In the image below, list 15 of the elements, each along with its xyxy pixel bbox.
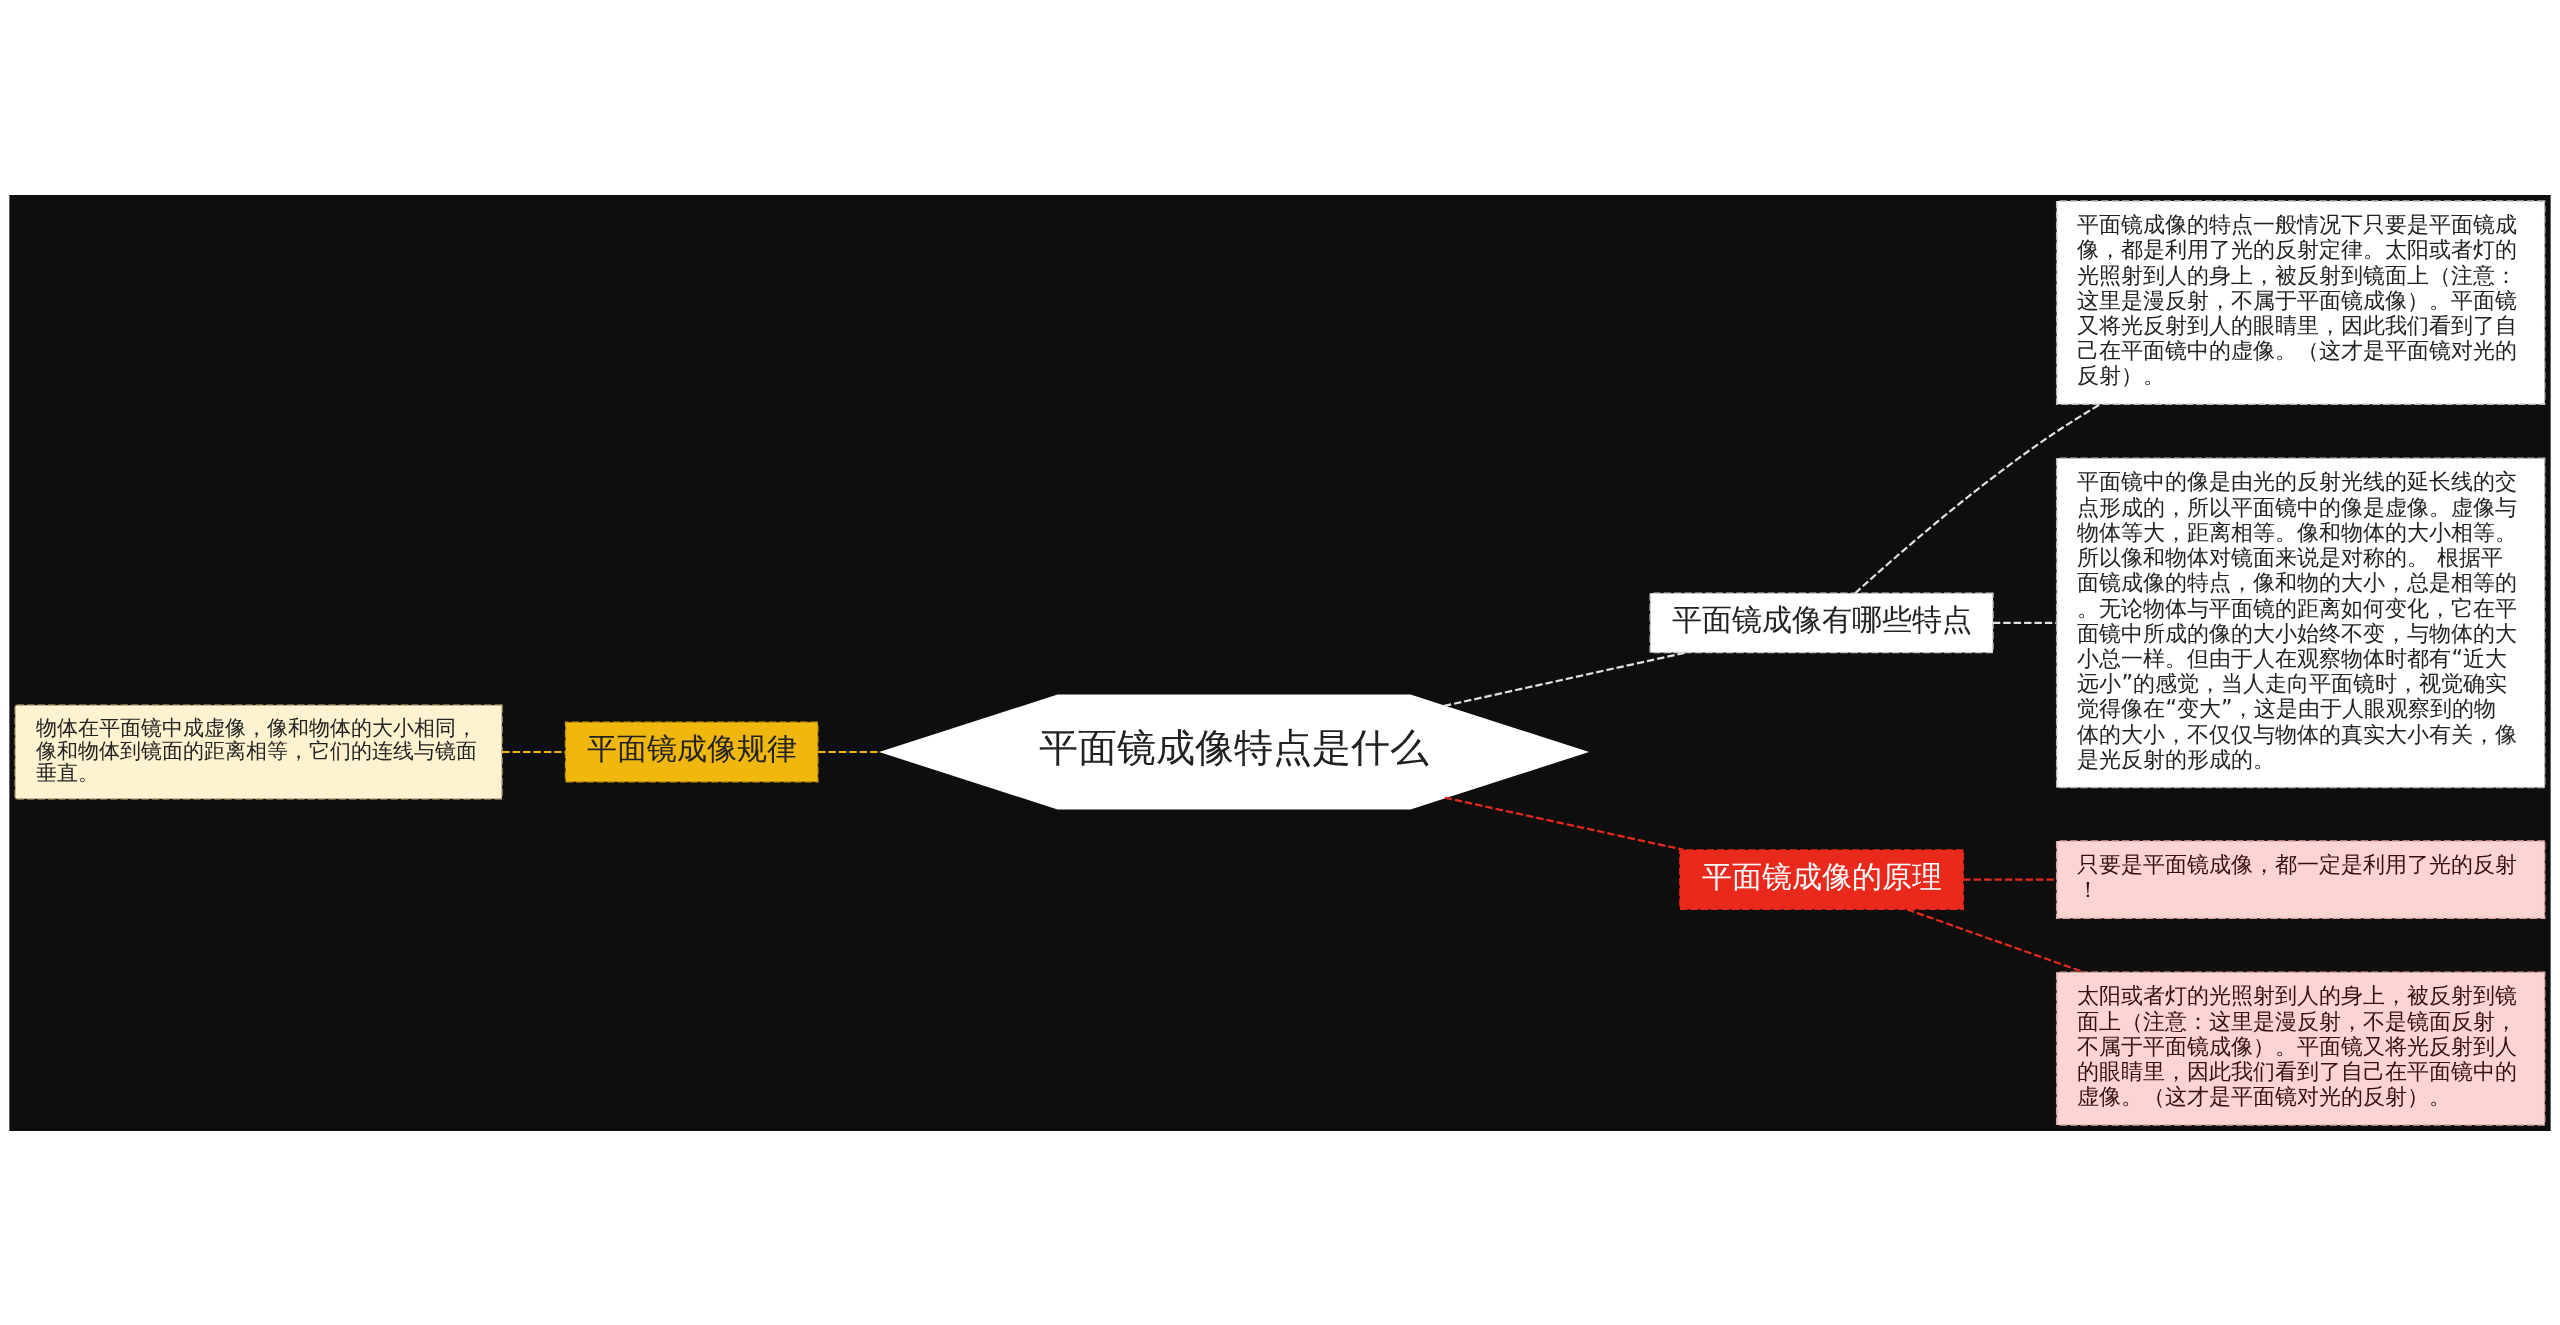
connector	[502, 750, 566, 753]
node-box: 平面镜成像的原理	[1679, 848, 1964, 910]
connector	[1992, 621, 2057, 624]
node-box: 平面镜中的像是由光的反射光线的延长线的交点形成的，所以平面镜中的像是虚像。虚像与物体等大，距离相等。像和物体的大小相等。所以像和物体对镜面来说是对称的。 根据平面镜成像的特点，像和物的大小，总是相等的。无论物体与平面镜的距离如何变化，它在平面镜中所成的像的大小始终不变，与物体的大小总一样。但由于人在观察物体时都有“近大远小”的感觉，当人走向平面镜时，视觉确实觉得像在“变大”，这是由于人眼观察到的物体的大小，不仅仅与物体的真实大小有关，像是光反射的形成的。	[2055, 457, 2546, 788]
node-box: 平面镜成像有哪些特点	[1649, 592, 1994, 653]
connector	[1444, 796, 1684, 851]
connector	[1906, 907, 2084, 973]
connector	[1854, 402, 2101, 594]
node-box: 平面镜成像规律	[564, 721, 819, 782]
connector	[1443, 651, 1686, 707]
node-box: 平面镜成像的特点一般情况下只要是平面镜成像，都是利用了光的反射定律。太阳或者灯的光照射到人的身上，被反射到镜面上（注意：这里是漫反射，不属于平面镜成像）。平面镜又将光反射到人的眼睛里，因此我们看到了自己在平面镜中的虚像。（这才是平面镜对光的反射）。	[2055, 199, 2546, 405]
node-box: 只要是平面镜成像，都一定是利用了光的反射！	[2055, 839, 2546, 919]
node-box: 物体在平面镜中成虚像，像和物体的大小相同，像和物体到镜面的距离相等，它们的连线与镜面垂直。	[14, 704, 503, 799]
connector	[1963, 877, 2057, 881]
node-box: 太阳或者灯的光照射到人的身上，被反射到镜面上（注意：这里是漫反射，不是镜面反射，不属于平面镜成像）。平面镜又将光反射到人的眼睛里，因此我们看到了自己在平面镜中的虚像。（这才是平面镜对光的反射）。	[2055, 971, 2546, 1126]
